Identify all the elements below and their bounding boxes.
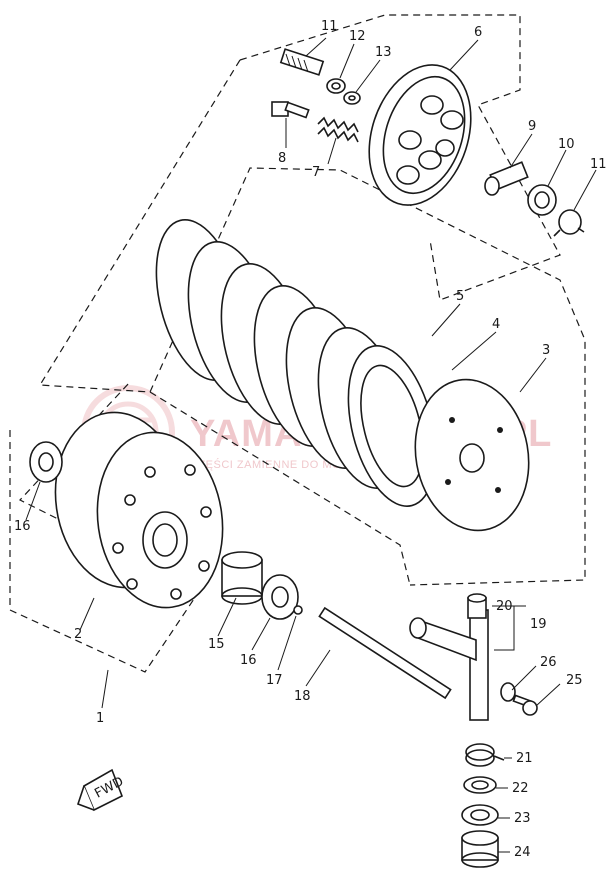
part-18-push-rod [318, 606, 452, 700]
part-6-pressure-plate [368, 64, 472, 206]
part-21-spring [465, 743, 505, 767]
callout-26: 26 [540, 655, 557, 670]
part-19-push-lever-axle [409, 609, 489, 721]
callout-labels: 11 12 13 6 7 8 9 10 11 5 4 3 16 2 15 16 … [14, 19, 607, 860]
callout-7: 7 [312, 165, 320, 180]
part-8-bolt [271, 101, 310, 119]
callout-20: 20 [496, 599, 513, 614]
part-3-clutch-boss [414, 378, 530, 532]
callout-8: 8 [278, 151, 286, 166]
part-20-pin [467, 593, 487, 619]
callout-22: 22 [512, 781, 529, 796]
part-12-adjuster-bolt [279, 48, 325, 76]
callout-11: 11 [590, 157, 607, 172]
callout-21: 21 [516, 751, 533, 766]
part-16-thrust-washer-left [29, 441, 63, 483]
callout-13: 12 [349, 29, 366, 44]
callout-10: 10 [558, 137, 575, 152]
callout-6: 6 [474, 25, 482, 40]
part-17-ball [293, 605, 303, 615]
callout-5: 5 [456, 289, 464, 304]
callout-9: 9 [528, 119, 536, 134]
clutch-pack-boundary [38, 59, 586, 586]
callout-16-left: 16 [14, 519, 31, 534]
callout-2: 2 [74, 627, 82, 642]
part-22-washer [463, 776, 497, 794]
part-24-bearing [461, 830, 499, 868]
callout-18: 18 [294, 689, 311, 704]
callout-16-right: 16 [240, 653, 257, 668]
part-13-nut [326, 78, 346, 94]
callout-3: 3 [542, 343, 550, 358]
lower-boundary [149, 391, 411, 586]
callout-25: 25 [566, 673, 583, 688]
callout-14: 13 [375, 45, 392, 60]
part-15-spacer [221, 551, 263, 605]
part-16-thrust-washer-right [261, 574, 299, 620]
callout-1: 1 [96, 711, 104, 726]
callout-19: 19 [530, 617, 547, 632]
clutch-plate-pack [155, 219, 437, 507]
primary-gear-boundary [9, 381, 201, 673]
pressure-plate-boundary [239, 14, 561, 301]
leader-lines [25, 37, 597, 853]
part-10-bearing [527, 184, 557, 216]
callout-23: 23 [514, 811, 531, 826]
callout-4: 4 [492, 317, 500, 332]
part-25-screw [512, 694, 538, 716]
part-26-washer [500, 682, 516, 702]
part-23-oil-seal [461, 804, 499, 826]
callout-15: 15 [208, 637, 225, 652]
fwd-arrow-icon: FWD [76, 768, 126, 812]
callout-24: 24 [514, 845, 531, 860]
part-7-spring [317, 116, 359, 143]
part-9-push-rod [484, 161, 529, 196]
group-boundaries [9, 14, 586, 673]
part-11-circlip [553, 209, 585, 237]
callout-17: 17 [266, 673, 283, 688]
callout-12: 11 [321, 19, 338, 34]
part-2-clutch-housing [54, 411, 224, 609]
part-14-washer [343, 91, 361, 105]
